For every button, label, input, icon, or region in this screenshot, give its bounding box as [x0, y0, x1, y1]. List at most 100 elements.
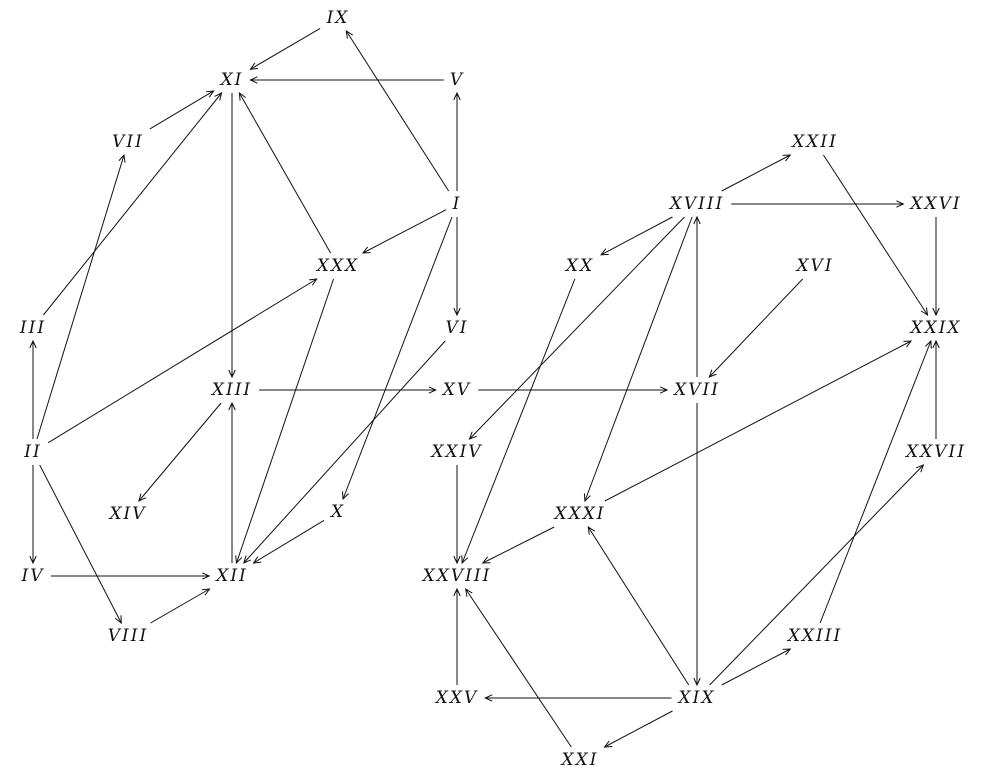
edge-line: [47, 278, 317, 444]
edge-line: [250, 28, 321, 70]
edge-line: [709, 464, 924, 686]
edge-line: [138, 402, 222, 502]
arrowhead-icon: [481, 556, 491, 564]
node-i: I: [452, 194, 462, 214]
node-xxx: XXX: [315, 256, 359, 276]
node-vi: VI: [446, 318, 469, 338]
arrowhead-icon: [659, 386, 669, 394]
edge-line: [362, 209, 447, 254]
arrowhead-icon: [202, 572, 211, 580]
node-viii: VIII: [108, 626, 148, 646]
edge-ii-to-vii: [36, 153, 126, 440]
arrowhead-icon: [308, 278, 318, 286]
arrowhead-icon: [484, 694, 493, 702]
edge-line: [345, 30, 450, 192]
edge-i-to-vi: [453, 217, 461, 317]
node-iii: III: [19, 318, 46, 338]
node-xxvi: XXVI: [908, 194, 961, 214]
arrowhead-icon: [920, 307, 929, 317]
arrowhead-icon: [29, 555, 37, 565]
edge-line: [235, 278, 335, 564]
arrowhead-icon: [361, 246, 371, 254]
arrowhead-icon: [903, 340, 913, 348]
node-x: X: [329, 502, 345, 522]
edge-line: [709, 278, 803, 378]
arrowhead-icon: [461, 555, 469, 565]
arrowhead-icon: [249, 76, 258, 84]
nodes-layer: IIIIIIIVVVIVIIVIIIIXXXIXIIXIIIXIVXVXVIXV…: [19, 8, 966, 770]
edge-xx-to-xxviii: [461, 278, 576, 565]
edge-i-to-x: [342, 216, 453, 501]
arrowhead-icon: [214, 92, 223, 101]
edge-xxiii-to-xxix: [819, 339, 932, 624]
edge-vii-to-xi: [149, 90, 215, 130]
edge-xvii-to-xviii: [693, 215, 701, 377]
edge-line: [587, 526, 690, 686]
edge-line: [36, 154, 125, 440]
edge-x-to-xii: [252, 520, 325, 564]
edge-xix-to-xxxi: [587, 525, 690, 686]
edge-line: [150, 588, 210, 624]
edge-vi-to-xii: [242, 340, 446, 564]
edge-line: [149, 90, 214, 130]
edge-line: [465, 588, 572, 748]
arrowhead-icon: [342, 491, 349, 501]
arrowhead-icon: [693, 215, 701, 225]
edge-xviii-to-xxii: [721, 154, 792, 192]
edge-xiii-to-xiv: [138, 402, 222, 502]
arrowhead-icon: [932, 339, 940, 349]
node-xiv: XIV: [107, 504, 146, 524]
arrowhead-icon: [29, 339, 37, 349]
arrowhead-icon: [453, 91, 461, 101]
arrowhead-icon: [242, 555, 252, 564]
node-xxii: XXII: [790, 132, 838, 152]
edge-xxx-to-xii: [235, 278, 335, 565]
edge-xxv-to-xxviii: [453, 587, 461, 685]
arrowhead-icon: [235, 555, 243, 565]
node-xxiv: XXIV: [429, 442, 482, 462]
arrowhead-icon: [345, 29, 354, 39]
arrowhead-icon: [600, 248, 609, 256]
edge-i-to-ix: [345, 29, 450, 192]
node-xxi: XXI: [560, 750, 599, 770]
edge-xxi-to-xxviii: [465, 588, 572, 748]
edge-line: [721, 648, 791, 686]
node-xiii: XIII: [210, 380, 252, 400]
edge-xix-to-xxi: [603, 710, 673, 748]
arrowhead-icon: [782, 648, 792, 656]
edge-xvii-to-xix: [693, 403, 701, 687]
edge-line: [482, 526, 555, 564]
edge-line: [584, 216, 693, 502]
arrowhead-icon: [238, 91, 246, 101]
arrowhead-icon: [249, 62, 259, 70]
edge-line: [342, 216, 453, 500]
arrowhead-icon: [468, 431, 477, 440]
edge-ix-to-xi: [249, 28, 321, 70]
arrowhead-icon: [201, 588, 211, 596]
arrowhead-icon: [228, 401, 236, 411]
edge-line: [39, 464, 122, 624]
edge-line: [238, 92, 332, 254]
edge-line: [469, 216, 685, 440]
arrowhead-icon: [708, 369, 717, 378]
node-xvii: XVII: [672, 380, 720, 400]
edge-iv-to-xii: [51, 572, 211, 580]
edge-line: [600, 216, 673, 256]
arrowhead-icon: [428, 386, 438, 394]
node-v: V: [450, 70, 464, 90]
arrowhead-icon: [932, 307, 940, 317]
edge-line: [721, 154, 791, 192]
edge-ii-to-viii: [39, 464, 122, 625]
node-xxv: XXV: [434, 688, 478, 708]
arrowhead-icon: [782, 154, 792, 162]
edge-xxx-to-xi: [238, 91, 332, 254]
edge-xviii-to-xxxi: [583, 216, 693, 503]
node-xviii: XVIII: [668, 194, 725, 214]
edge-i-to-xxx: [361, 209, 447, 254]
arrowhead-icon: [252, 556, 262, 564]
arrowhead-icon: [453, 587, 461, 597]
edge-line: [604, 710, 673, 748]
arrowhead-icon: [138, 493, 147, 502]
edge-xvi-to-xvii: [708, 278, 803, 378]
node-xxvii: XXVII: [904, 442, 966, 462]
